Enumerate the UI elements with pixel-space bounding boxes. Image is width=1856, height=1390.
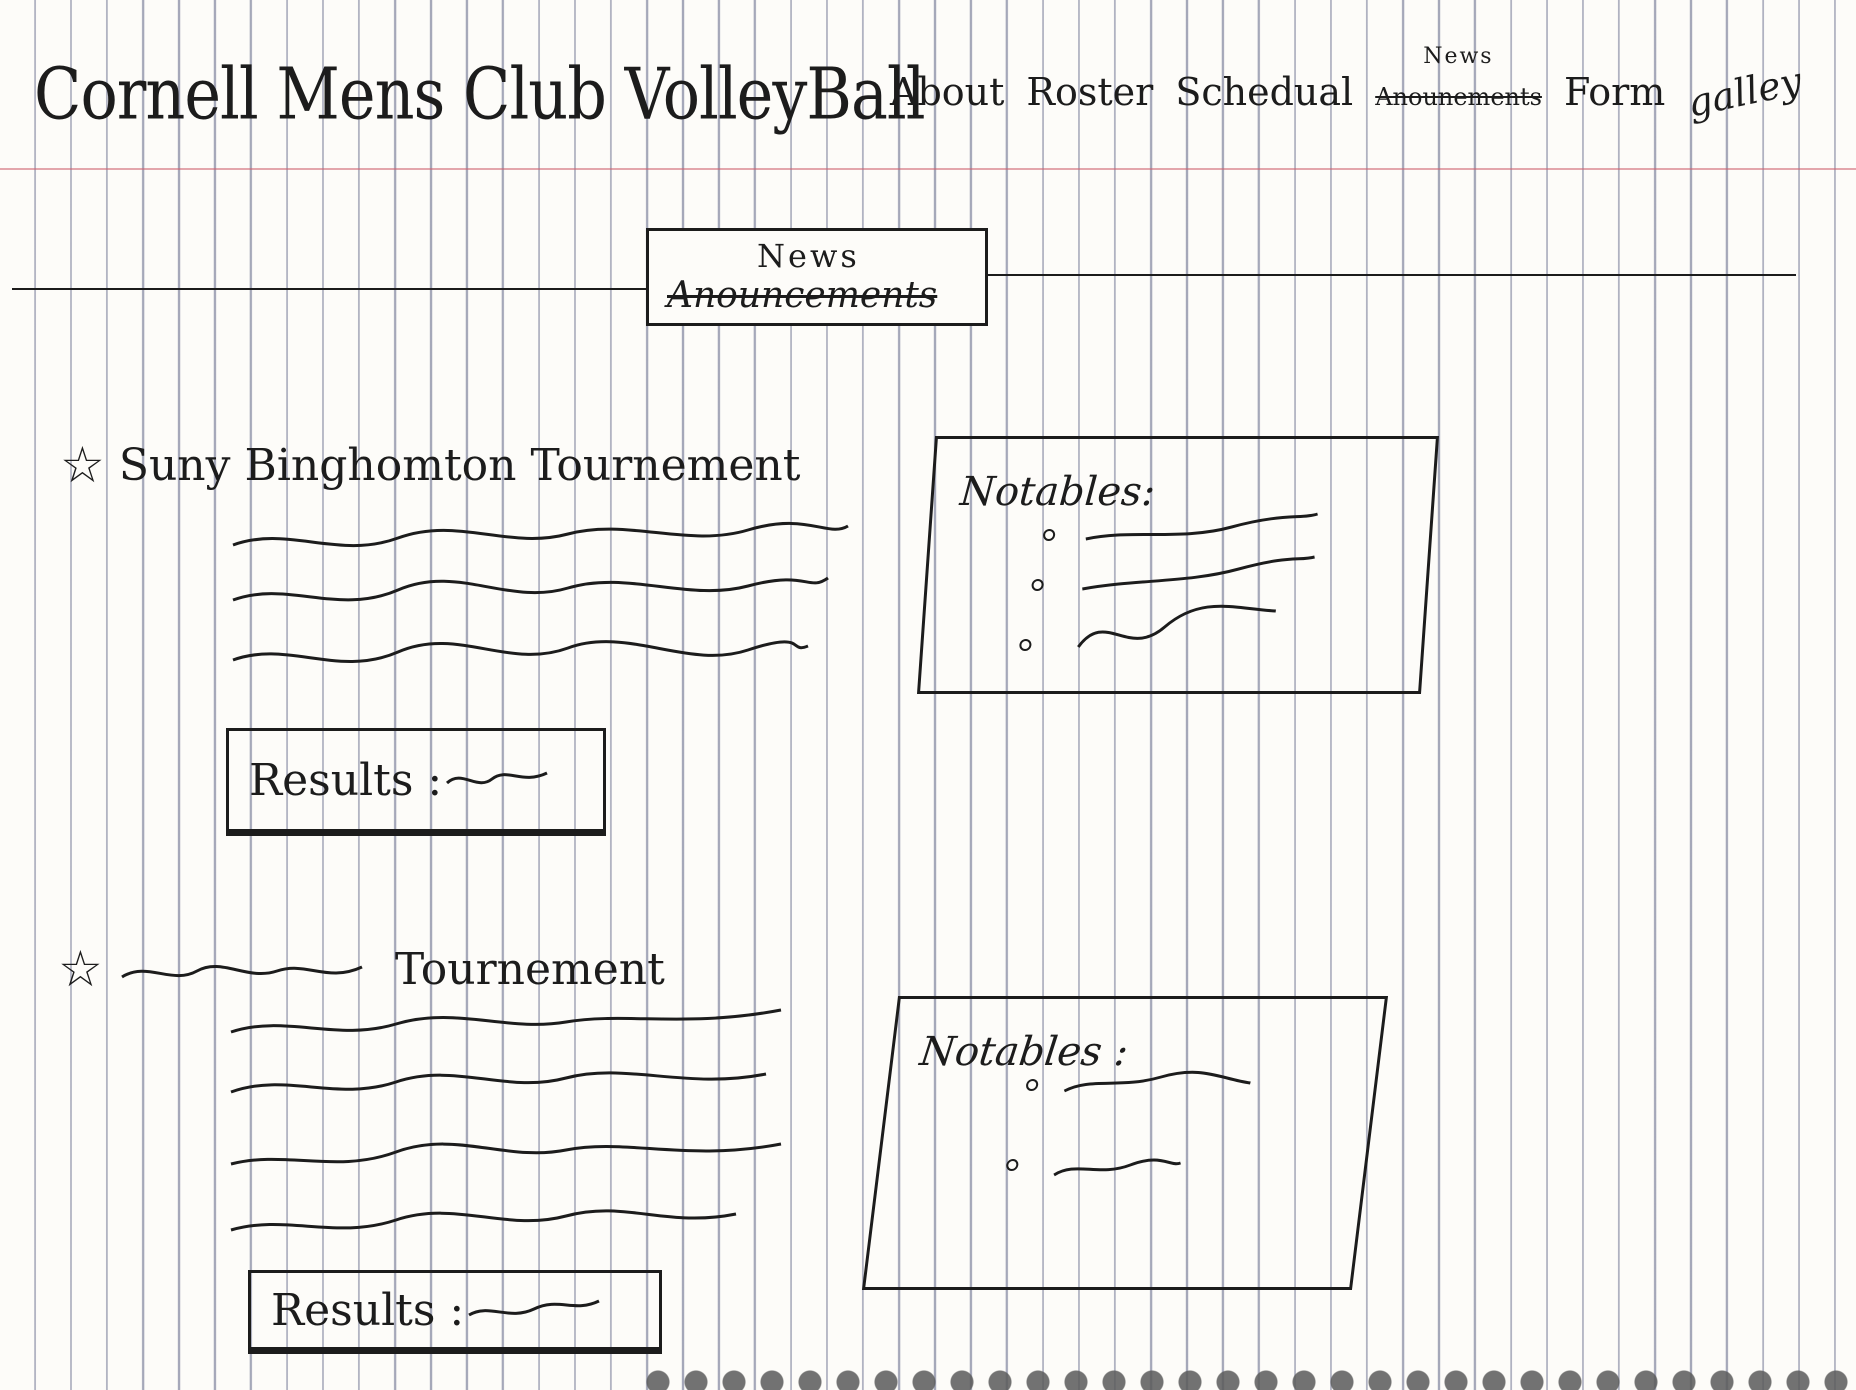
tournament-2: ☆ Tournement [58,940,665,998]
notables-scribble [1077,512,1318,648]
tournament-2-name-scribble [117,951,367,987]
tournament-1-results[interactable]: Results : [226,728,606,832]
tournament-1-results-label: Results : [249,754,443,806]
nav-gallery[interactable]: galley [1683,58,1806,126]
section-divider-left [12,288,648,290]
nav-news-label: News [1423,44,1494,69]
bullet-icon [1018,639,1032,651]
tournament-2-notables: Notables : [861,996,1389,1290]
tournament-2-results[interactable]: Results : [248,1270,662,1350]
tournament-1-description [228,520,868,700]
results-scribble [468,1299,600,1317]
tournament-1-name: Suny Binghomton [118,439,517,491]
nav-about[interactable]: About [890,70,1005,114]
bullet-icon [1031,579,1045,591]
tournament-1: ☆ Suny Binghomton Tournement [60,436,800,494]
nav-news[interactable]: News Anounements [1375,44,1542,114]
tournament-2-results-label: Results : [271,1284,465,1336]
star-icon: ☆ [60,436,105,494]
section-title-struck: Anouncements [667,275,938,316]
section-header: News Anouncements [646,228,988,326]
notebook-spiral [640,1360,1856,1390]
section-divider-right [984,274,1796,276]
nav-roster[interactable]: Roster [1026,70,1154,114]
notables-scribble [1053,1070,1251,1177]
tournament-2-title: ☆ Tournement [58,940,665,998]
nav-form[interactable]: Form [1563,70,1666,114]
bullet-icon [1042,529,1056,541]
bullet-icon [1005,1159,1020,1171]
tournament-2-suffix: Tournement [394,943,665,995]
bullet-icon [1025,1079,1039,1091]
star-icon: ☆ [58,940,103,998]
tournament-1-notables: Notables: [916,436,1440,694]
nav-schedule[interactable]: Schedual [1175,70,1354,114]
tournament-1-suffix: Tournement [530,439,801,491]
tournament-1-title: ☆ Suny Binghomton Tournement [60,436,800,494]
results-scribble [446,771,548,785]
nav-news-struck-label: Anounements [1375,83,1542,111]
paper-margin-line [0,168,1856,170]
section-title: News [757,237,860,275]
site-title: Cornell Mens Club VolleyBall [34,52,926,136]
tournament-2-description [226,1002,786,1252]
main-nav: About Roster Schedual News Anounements F… [890,44,1806,126]
